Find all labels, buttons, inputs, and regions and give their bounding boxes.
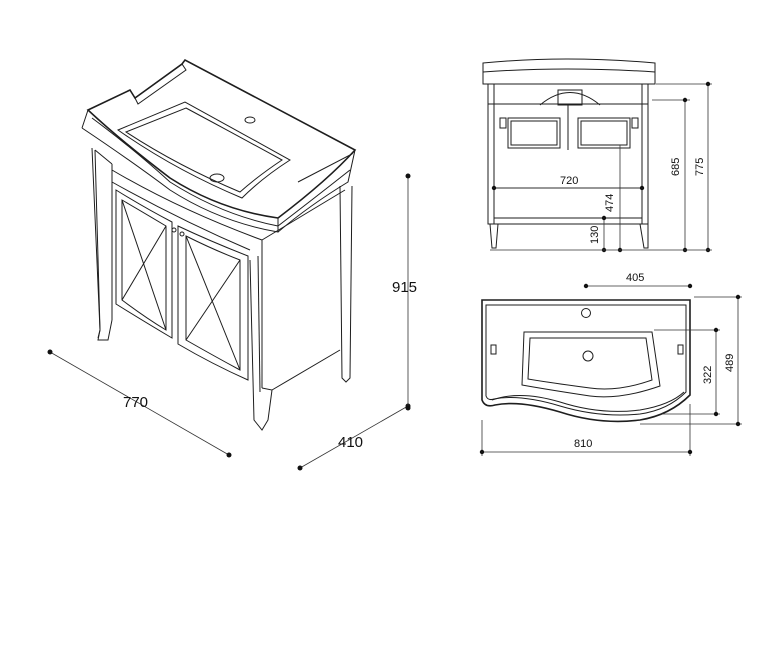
top-405-label: 405 xyxy=(626,272,644,284)
front-474-label: 474 xyxy=(604,194,616,212)
top-view xyxy=(481,299,691,423)
iso-dimension-width: 770 xyxy=(47,349,232,458)
front-dimension-130: 130 xyxy=(589,215,607,253)
iso-front-left-leg xyxy=(91,147,113,341)
front-countertop xyxy=(482,58,656,85)
top-322-label: 322 xyxy=(702,366,714,384)
front-775-label: 775 xyxy=(694,158,706,176)
front-left-panel xyxy=(507,117,561,149)
iso-countertop-top xyxy=(86,58,357,219)
iso-width-label: 770 xyxy=(123,394,148,411)
iso-height-label: 915 xyxy=(392,279,417,296)
iso-dimension-height: 915 xyxy=(392,173,417,411)
front-685-label: 685 xyxy=(670,158,682,176)
front-dimension-775: 775 xyxy=(490,81,712,253)
top-dimension-489: 489 xyxy=(640,294,742,427)
front-dimension-720: 720 xyxy=(491,175,645,191)
front-720-label: 720 xyxy=(560,175,578,187)
top-dimension-810: 810 xyxy=(479,404,693,456)
front-right-panel xyxy=(577,117,631,149)
front-view xyxy=(482,58,656,249)
top-basin xyxy=(521,331,661,398)
iso-cabinet-front xyxy=(94,149,113,339)
isometric-view xyxy=(81,58,357,431)
front-dimension-474: 474 xyxy=(604,145,623,253)
iso-left-door xyxy=(115,189,173,339)
top-810-label: 810 xyxy=(574,438,592,450)
iso-basin xyxy=(116,101,291,199)
top-dimension-322: 322 xyxy=(654,327,720,417)
top-489-label: 489 xyxy=(724,354,736,372)
iso-right-door xyxy=(177,225,249,381)
iso-dimension-depth: 410 xyxy=(297,403,411,471)
iso-depth-label: 410 xyxy=(338,434,363,451)
top-dimension-405: 405 xyxy=(583,272,693,289)
front-130-label: 130 xyxy=(589,226,601,244)
iso-back-right-leg xyxy=(339,185,353,383)
front-dimension-685: 685 xyxy=(652,97,690,253)
top-countertop-outline xyxy=(481,299,691,423)
front-cabinet-frame xyxy=(487,83,649,225)
